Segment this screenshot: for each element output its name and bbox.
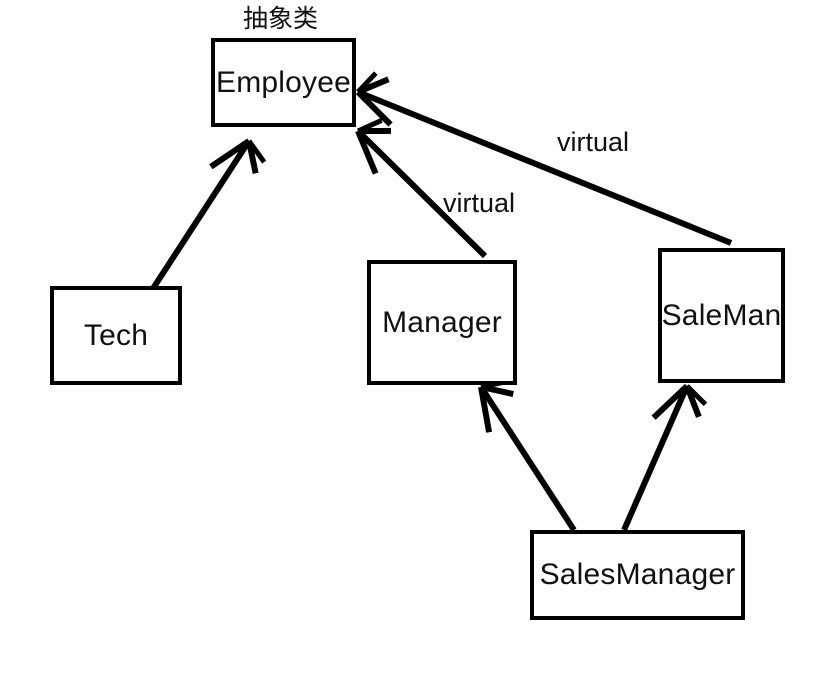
- arrowhead-barb: [209, 138, 251, 170]
- edge-shaft: [621, 384, 690, 532]
- class-name-saleman: SaleMan: [661, 298, 782, 332]
- arrowhead-barb: [355, 89, 393, 127]
- class-box-salesmanager[interactable]: SalesManager: [530, 530, 745, 620]
- arrowhead-barb: [651, 383, 690, 420]
- edge-tech-to-employee: [149, 138, 267, 292]
- class-box-saleman[interactable]: SaleMan: [658, 248, 785, 383]
- annotation-abstract-class: 抽象类: [243, 4, 319, 33]
- edge-shaft: [478, 385, 577, 532]
- class-box-manager[interactable]: Manager: [367, 260, 517, 385]
- arrowhead-barb: [685, 384, 708, 407]
- class-name-manager: Manager: [382, 305, 502, 339]
- arrowhead-barb: [356, 118, 383, 134]
- arrowhead-barb: [478, 386, 493, 433]
- class-box-employee[interactable]: Employee: [211, 38, 356, 127]
- class-name-employee: Employee: [215, 65, 351, 99]
- edge-shaft: [149, 139, 252, 292]
- class-box-tech[interactable]: Tech: [50, 286, 182, 385]
- edge-manager-to-employee: [355, 118, 488, 259]
- edge-shaft: [356, 89, 733, 246]
- edge-saleman-to-employee: [355, 71, 733, 246]
- class-name-salesmanager: SalesManager: [539, 558, 736, 591]
- edge-shaft: [355, 128, 488, 259]
- class-name-tech: Tech: [83, 318, 149, 352]
- edge-salesmanager-to-saleman: [621, 383, 708, 532]
- annotation-virtual-saleman: virtual: [557, 127, 630, 157]
- arrowhead-barb: [356, 71, 378, 94]
- annotation-virtual-manager: virtual: [443, 188, 516, 218]
- arrowhead-barb: [246, 139, 267, 164]
- arrowhead-barb: [355, 129, 379, 175]
- edge-salesmanager-to-manager: [478, 379, 577, 532]
